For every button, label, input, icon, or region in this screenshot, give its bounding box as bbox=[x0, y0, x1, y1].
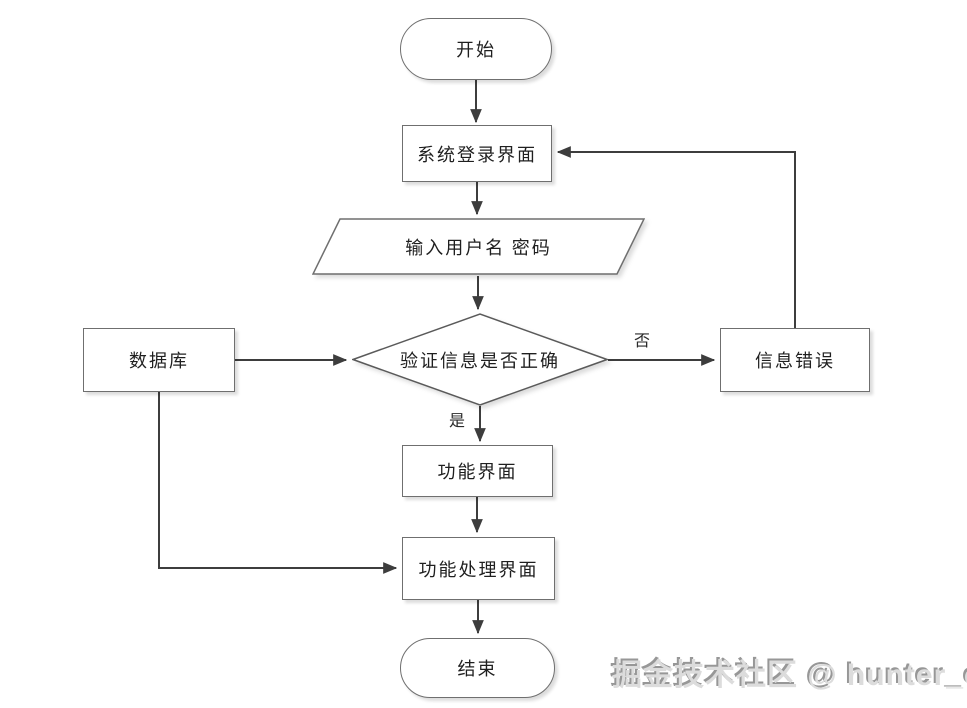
node-verify-info: 验证信息是否正确 bbox=[352, 313, 608, 406]
edge-label-no: 否 bbox=[634, 333, 651, 350]
node-end: 结束 bbox=[400, 638, 555, 698]
node-info-error-label: 信息错误 bbox=[755, 351, 835, 371]
node-function-process-screen-label: 功能处理界面 bbox=[418, 559, 539, 580]
node-function-screen-label: 功能界面 bbox=[437, 462, 518, 482]
node-input-credentials: 输入用户名 密码 bbox=[312, 218, 645, 275]
node-end-label: 结束 bbox=[457, 659, 498, 679]
node-verify-info-label: 验证信息是否正确 bbox=[400, 350, 560, 371]
diamond-shape bbox=[352, 313, 608, 406]
node-login-screen-label: 系统登录界面 bbox=[417, 144, 537, 165]
parallelogram-shape bbox=[312, 218, 645, 275]
node-login-screen: 系统登录界面 bbox=[402, 125, 552, 182]
node-database-label: 数据库 bbox=[129, 351, 189, 371]
node-info-error: 信息错误 bbox=[720, 328, 870, 392]
edge-database-to-function-process bbox=[158, 392, 398, 574]
node-start: 开始 bbox=[400, 18, 552, 80]
node-input-credentials-label: 输入用户名 密码 bbox=[405, 237, 552, 258]
watermark: 掘金技术社区 @ hunter_code bbox=[612, 659, 967, 692]
edge-error-back-to-login bbox=[556, 146, 796, 328]
node-start-label: 开始 bbox=[456, 40, 496, 60]
node-function-process-screen: 功能处理界面 bbox=[402, 537, 555, 600]
node-function-screen: 功能界面 bbox=[402, 445, 553, 497]
node-database: 数据库 bbox=[83, 328, 235, 392]
edge-label-yes: 是 bbox=[449, 413, 466, 430]
